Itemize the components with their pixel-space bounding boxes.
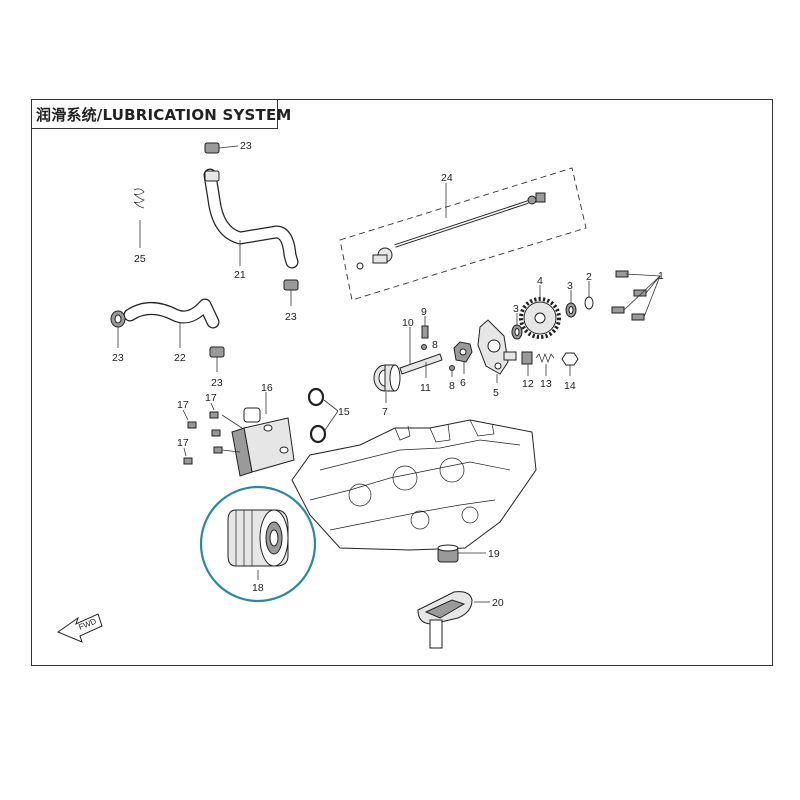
callout-5: 5: [493, 387, 499, 399]
part-oil-cooler[interactable]: [231, 392, 295, 477]
title-box: [31, 99, 278, 129]
callout-23-top: 23: [240, 140, 252, 152]
part-oil-hose-upper[interactable]: [203, 168, 299, 269]
part-oil-strainer[interactable]: [417, 591, 490, 649]
part-inner-rotor[interactable]: [453, 341, 473, 374]
callout-12: 12: [522, 378, 534, 390]
part-pump-shaft-assembly[interactable]: [339, 167, 587, 301]
callout-18: 18: [252, 582, 264, 594]
callout-14: 14: [564, 380, 576, 392]
callout-21: 21: [234, 269, 246, 281]
part-washer[interactable]: [584, 281, 594, 310]
callout-1: 1: [658, 270, 664, 282]
part-hose-clamp-top[interactable]: [204, 142, 239, 154]
part-hose-clamp-mid[interactable]: [283, 279, 299, 306]
part-relief-plug[interactable]: [561, 352, 579, 376]
part-pump-shaft[interactable]: [399, 327, 443, 378]
callout-23-low: 23: [211, 377, 223, 389]
part-oil-hose-lower[interactable]: [110, 298, 220, 348]
part-oil-pump-body[interactable]: [477, 319, 517, 383]
callout-3-right: 3: [567, 280, 573, 292]
part-hose-clamp-low[interactable]: [209, 346, 225, 372]
callout-17-c: 17: [177, 437, 189, 449]
callout-2: 2: [586, 271, 592, 283]
callout-8-lower: 8: [449, 380, 455, 392]
callout-23-mid: 23: [285, 311, 297, 323]
callout-16: 16: [261, 382, 273, 394]
callout-17-b: 17: [205, 392, 217, 404]
callout-7: 7: [382, 406, 388, 418]
crankcase: [291, 419, 537, 551]
part-o-rings[interactable]: [307, 387, 339, 444]
part-pin-upper[interactable]: [421, 344, 427, 350]
part-spring-pin[interactable]: [421, 316, 429, 339]
part-oil-filter[interactable]: [199, 485, 317, 603]
highlight-circle: [199, 485, 317, 603]
callout-3-left: 3: [513, 303, 519, 315]
callout-23-left: 23: [112, 352, 124, 364]
part-seal-left[interactable]: [511, 313, 523, 340]
fwd-direction-arrow: FWD: [56, 613, 103, 643]
part-bolts-cooler[interactable]: [182, 402, 243, 465]
callout-17-a: 17: [177, 399, 189, 411]
callout-25: 25: [134, 253, 146, 265]
part-strainer-seal[interactable]: [437, 544, 486, 563]
part-outer-rotor[interactable]: [373, 364, 401, 403]
callout-13: 13: [540, 378, 552, 390]
callout-20: 20: [492, 597, 504, 609]
callout-10: 10: [402, 317, 414, 329]
callout-19: 19: [488, 548, 500, 560]
page-title: 润滑系统/LUBRICATION SYSTEM: [36, 106, 292, 124]
part-relief-spring[interactable]: [535, 353, 555, 376]
callout-11: 11: [420, 382, 431, 394]
callout-24: 24: [441, 172, 453, 184]
callout-8-upper: 8: [432, 339, 438, 351]
part-spring-clip[interactable]: [133, 188, 145, 248]
callout-6: 6: [460, 377, 466, 389]
part-seal-right[interactable]: [565, 290, 577, 318]
diagram-frame: [31, 99, 773, 666]
part-drive-gear[interactable]: [519, 285, 561, 339]
part-bolts-pump[interactable]: [611, 270, 661, 321]
part-pin-lower[interactable]: [449, 365, 455, 378]
callout-4: 4: [537, 275, 543, 287]
callout-22: 22: [174, 352, 186, 364]
part-relief-plunger[interactable]: [521, 351, 533, 376]
callout-labels: 1 2 3 3 4 5 6 7 8 8 9 10 11 12 13 14 15 …: [112, 140, 664, 609]
callout-15: 15: [338, 406, 350, 418]
callout-9: 9: [421, 306, 427, 318]
